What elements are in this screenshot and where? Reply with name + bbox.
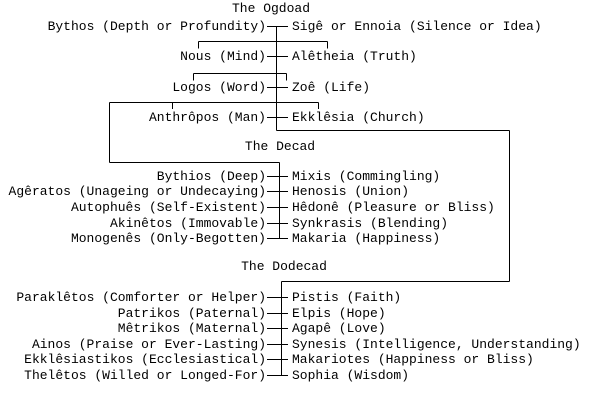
aeon-right-name: Pistis (Faith) bbox=[292, 290, 402, 305]
aeon-left-name: Agêratos (Unageing or Undecaying) bbox=[8, 184, 266, 199]
aeon-right-name: Agapê (Love) bbox=[292, 321, 386, 336]
aeon-left-name: Bythios (Deep) bbox=[156, 169, 266, 184]
aeon-left-name: Thelêtos (Willed or Longed-For) bbox=[24, 368, 266, 383]
aeon-right-name: Ekklêsia (Church) bbox=[292, 110, 425, 125]
aeon-left-name: Anthrôpos (Man) bbox=[148, 110, 266, 125]
section-title-ogdoad: The Ogdoad bbox=[231, 1, 311, 16]
aeon-left-name: Nous (Mind) bbox=[180, 49, 266, 64]
aeon-left-name: Akinêtos (Immovable) bbox=[109, 216, 266, 231]
aeon-right-name: Synesis (Intelligence, Understanding) bbox=[292, 337, 581, 352]
aeon-left-name: Mêtrikos (Maternal) bbox=[117, 321, 266, 336]
aeon-right-name: Alêtheia (Truth) bbox=[292, 49, 417, 64]
aeon-right-name: Hêdonê (Pleasure or Bliss) bbox=[292, 200, 495, 215]
section-title-dodecad: The Dodecad bbox=[241, 259, 327, 274]
aeon-left-name: Monogenês (Only-Begotten) bbox=[70, 231, 266, 246]
aeon-right-name: Makaria (Happiness) bbox=[292, 231, 441, 246]
aeon-right-name: Mixis (Commingling) bbox=[292, 169, 441, 184]
aeon-left-name: Bythos (Depth or Profundity) bbox=[47, 19, 266, 34]
aeon-right-name: Zoê (Life) bbox=[292, 80, 371, 95]
aeon-right-name: Henosis (Union) bbox=[292, 184, 410, 199]
section-title-decad: The Decad bbox=[244, 139, 316, 154]
aeon-left-name: Autophuês (Self-Existent) bbox=[70, 200, 266, 215]
aeon-right-name: Makariotes (Happiness or Bliss) bbox=[292, 352, 534, 367]
aeon-right-name: Sigê or Ennoia (Silence or Idea) bbox=[292, 19, 542, 34]
aeon-right-name: Sophia (Wisdom) bbox=[292, 368, 410, 383]
aeon-left-name: Logos (Word) bbox=[172, 80, 266, 95]
aeon-right-name: Elpis (Hope) bbox=[292, 306, 386, 321]
aeon-left-name: Patrikos (Paternal) bbox=[117, 306, 266, 321]
aeon-left-name: Ainos (Praise or Ever-Lasting) bbox=[31, 337, 266, 352]
aeon-left-name: Paraklêtos (Comforter or Helper) bbox=[16, 290, 266, 305]
aeon-left-name: Ekklêsiastikos (Ecclesiastical) bbox=[24, 352, 266, 367]
aeon-right-name: Synkrasis (Blending) bbox=[292, 216, 449, 231]
